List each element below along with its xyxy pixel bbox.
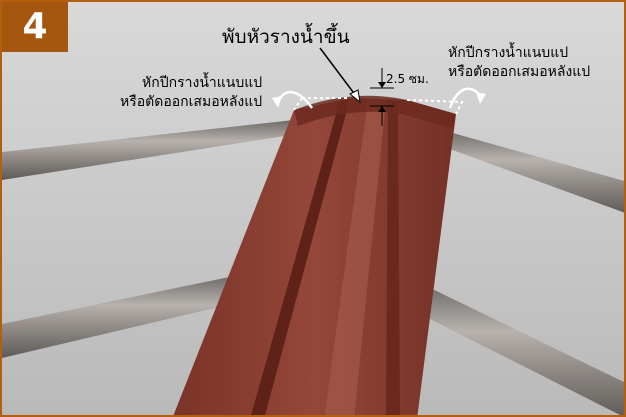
note-left-line2: หรือตัดออกเสมอหลังแป (120, 94, 263, 110)
sheet-rib-right (386, 100, 400, 415)
step-badge: 4 (2, 2, 68, 52)
note-right-line2: หรือตัดออกเสมอหลังแป (448, 64, 591, 80)
sheet-rib-left (251, 99, 350, 415)
title-pointer (319, 47, 357, 97)
sheet-rib-center (324, 99, 386, 415)
purlin-lower-left (2, 276, 240, 358)
note-left-line1: หักปีกรางน้ำแนบแป (142, 75, 263, 91)
purlin-upper-left (2, 120, 298, 180)
dimension-arrow-top-head (378, 82, 386, 88)
fold-arrow-left-head (272, 96, 282, 108)
note-left: หักปีกรางน้ำแนบแป หรือตัดออกเสมอหลังแป (120, 74, 262, 112)
note-right-line1: หักปีกรางน้ำแนบแป (448, 45, 569, 61)
metal-sheet (173, 98, 456, 415)
step-title: พับหัวรางน้ำขึ้น (222, 26, 350, 48)
fold-arrow-right-head (476, 92, 486, 104)
fold-line-left-side (293, 97, 303, 111)
fold-line-right (406, 99, 464, 115)
gutter-upturn (294, 95, 456, 128)
purlin-lower-right (416, 284, 624, 415)
dimension-arrow-bottom-head (378, 106, 386, 112)
title-pointer-head (349, 89, 361, 104)
purlin-upper-right (436, 130, 624, 213)
dimension-label: 2.5 ซม. (386, 72, 429, 86)
note-right: หักปีกรางน้ำแนบแป หรือตัดออกเสมอหลังแป (448, 44, 590, 82)
